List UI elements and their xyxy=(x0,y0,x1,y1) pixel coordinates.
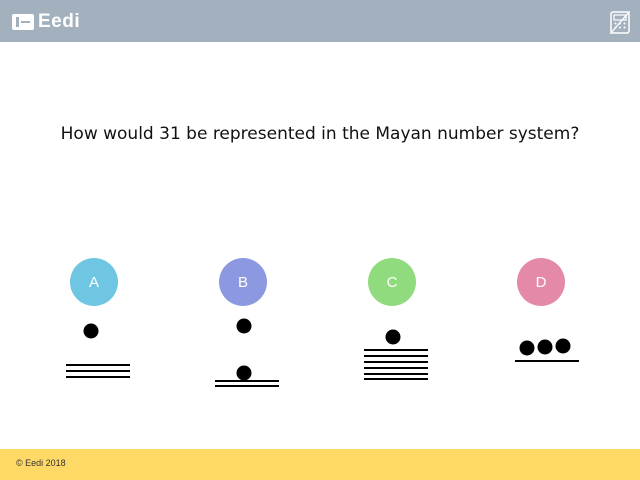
top-bar: Eedi xyxy=(0,0,640,42)
mayan-bar xyxy=(364,355,428,357)
option-b-mayan-numeral xyxy=(215,318,279,387)
option-b[interactable]: B xyxy=(173,258,313,398)
mayan-dot xyxy=(519,340,535,356)
mayan-bar xyxy=(515,360,579,362)
calculator-icon[interactable] xyxy=(610,11,630,34)
mayan-bar xyxy=(66,376,130,378)
mayan-bar xyxy=(66,370,130,372)
eedi-logo: Eedi xyxy=(12,11,80,33)
option-c-mayan-numeral xyxy=(364,329,428,380)
option-c[interactable]: C xyxy=(322,258,462,398)
option-a-badge: A xyxy=(70,258,118,306)
option-d[interactable]: D xyxy=(471,258,611,398)
mayan-bar xyxy=(215,380,279,382)
mayan-bar xyxy=(66,364,130,366)
option-a-mayan-numeral xyxy=(66,323,130,378)
brand-name: Eedi xyxy=(38,11,81,32)
mayan-bar xyxy=(364,349,428,351)
mayan-bar xyxy=(364,373,428,375)
mayan-bar xyxy=(215,385,279,387)
question-text: How would 31 be represented in the Mayan… xyxy=(60,124,580,144)
bottom-bar: © Eedi 2018 xyxy=(0,449,640,480)
option-a[interactable]: A xyxy=(24,258,164,398)
eedi-logo-icon xyxy=(12,14,34,30)
option-d-mayan-numeral xyxy=(515,338,579,362)
mayan-bar xyxy=(364,361,428,363)
mayan-dot xyxy=(555,338,571,354)
mayan-dot xyxy=(236,365,252,381)
option-b-badge: B xyxy=(219,258,267,306)
option-c-badge: C xyxy=(368,258,416,306)
option-d-badge: D xyxy=(517,258,565,306)
mayan-dot xyxy=(83,323,99,339)
mayan-bar xyxy=(364,378,428,380)
mayan-dot xyxy=(236,318,252,334)
copyright-text: © Eedi 2018 xyxy=(16,458,66,468)
mayan-bar xyxy=(364,367,428,369)
mayan-dot xyxy=(385,329,401,345)
mayan-dot xyxy=(537,339,553,355)
